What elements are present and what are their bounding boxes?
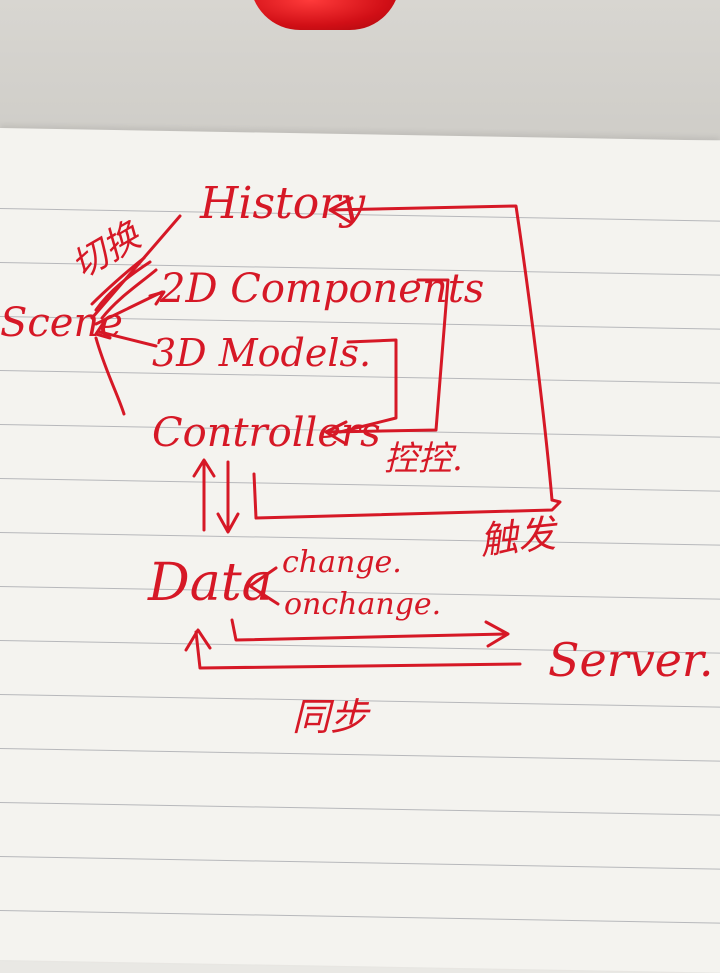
label-trigger: 触发 [478, 511, 562, 563]
arrow-head-server [484, 620, 510, 648]
node-2d-components: 2D Components [159, 266, 484, 312]
edge-controllers-to-data [216, 460, 240, 534]
node-history: History [199, 178, 366, 229]
edge-trigger-history [328, 204, 554, 502]
edge-data-to-controllers [192, 458, 216, 532]
label-switch: 切换 [64, 215, 149, 288]
edge-3d-controllers [338, 338, 398, 434]
edge-scene-history [90, 214, 182, 320]
arrow-head-controllers [324, 420, 348, 446]
label-onchange: onchange. [284, 587, 441, 622]
node-data: Data [147, 553, 273, 613]
edge-server-data [194, 630, 522, 670]
node-3d-models: 3D Models. [152, 331, 371, 375]
arrow-head-history [328, 196, 354, 224]
arrow-head-scene [94, 320, 112, 340]
edge-controllers-trigger [252, 472, 562, 520]
arrow-head-change [248, 566, 280, 606]
edge-2d-controllers [328, 278, 450, 434]
label-control: 控控. [384, 439, 463, 479]
edge-data-server [230, 618, 508, 642]
edge-scene-3d [98, 330, 158, 348]
label-sync: 同步 [292, 695, 371, 739]
edge-scene-2d [94, 290, 164, 326]
arrow-head-data [184, 628, 212, 652]
arrow-head-2d [148, 290, 166, 306]
label-change: change. [282, 545, 402, 580]
node-server: Server. [548, 633, 714, 687]
edge-scene-controllers [94, 336, 126, 416]
